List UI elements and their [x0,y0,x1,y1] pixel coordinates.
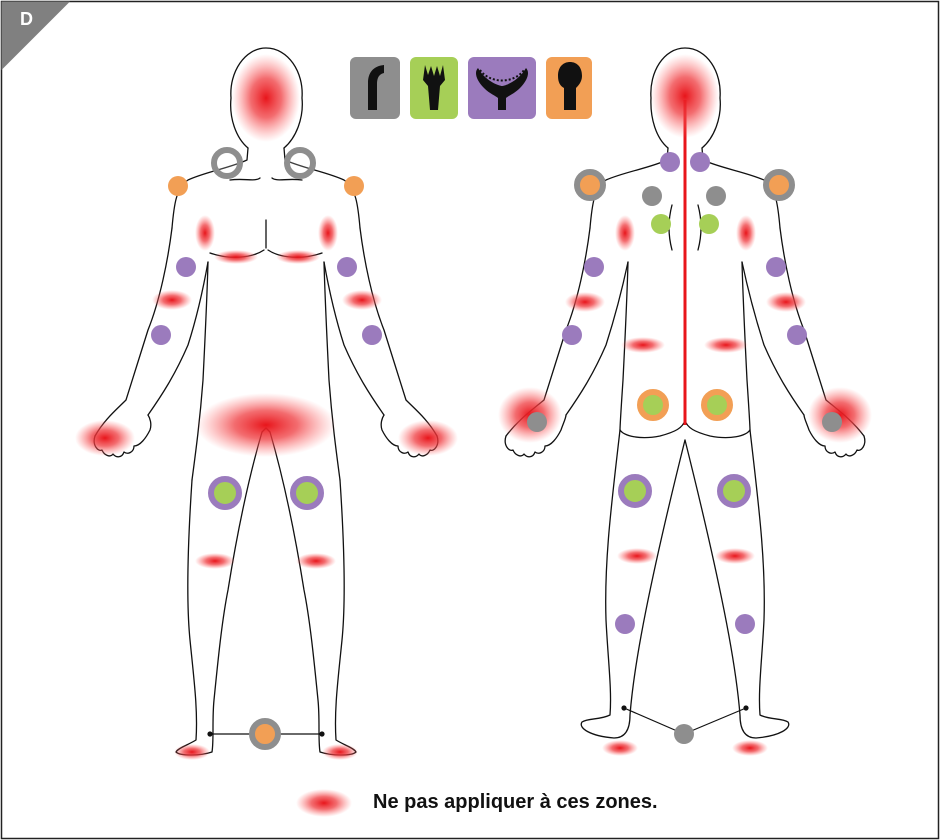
legend-caption: Ne pas appliquer à ces zones. [373,791,658,814]
point-purple [151,325,171,345]
point-purple [660,152,680,172]
point-gray-ring [287,150,313,176]
point-purple [362,325,382,345]
point-orange [168,176,188,196]
point-gray-orange [252,721,278,747]
point-green [651,214,671,234]
point-orange-green [640,392,666,418]
brush-attachment-icon [410,57,458,119]
point-orange [344,176,364,196]
point-gray [706,186,726,206]
arch-attachment-icon [468,57,536,119]
point-orange-green [704,392,730,418]
point-purple [584,257,604,277]
point-gray-orange [577,172,603,198]
point-gray-ring [214,150,240,176]
point-purple [562,325,582,345]
point-gray [642,186,662,206]
point-purple [766,257,786,277]
point-purple-green [720,477,748,505]
corner-label: D [20,9,33,30]
point-gray [674,724,694,744]
point-purple [787,325,807,345]
point-purple [337,257,357,277]
point-gray-orange [766,172,792,198]
point-purple [615,614,635,634]
point-purple-green [621,477,649,505]
point-green [699,214,719,234]
point-purple [176,257,196,277]
hook-attachment-icon [350,57,400,119]
point-purple [735,614,755,634]
point-purple-green [211,479,239,507]
point-purple-green [293,479,321,507]
attachment-icon-legend [350,57,592,119]
point-gray [822,412,842,432]
mushroom-attachment-icon [546,57,592,119]
point-gray [527,412,547,432]
point-purple [690,152,710,172]
no-apply-legend-swatch [296,789,352,817]
